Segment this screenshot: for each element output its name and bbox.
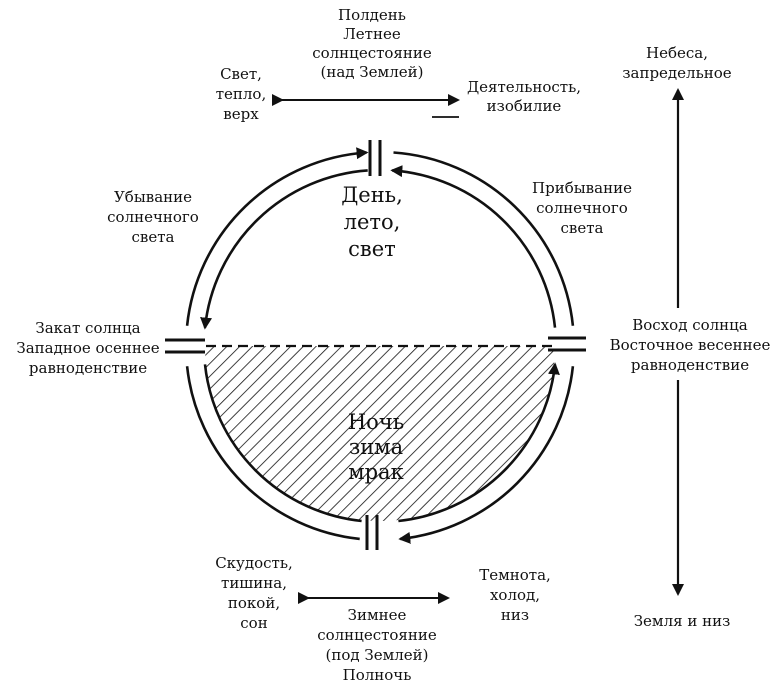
label-line: Западное осеннее <box>16 339 159 357</box>
label-line: (над Землей) <box>321 63 424 81</box>
label-light-warmth-up: Свет, тепло, верх <box>216 65 267 123</box>
ring-arc <box>185 147 369 326</box>
label-line: Земля и низ <box>634 612 731 630</box>
label-line: Восход солнца <box>632 316 748 334</box>
label-line: солнцестояние <box>312 44 432 62</box>
label-line: солнечного <box>107 208 199 226</box>
label-midnight-solstice: Зимнее солнцестояние (под Землей) Полночь <box>317 606 437 684</box>
label-earth-and-low: Земля и низ <box>634 612 731 630</box>
label-line: Скудость, <box>215 554 293 572</box>
ring-arc <box>203 364 362 523</box>
label-scarcity-silence: Скудость, тишина, покой, сон <box>215 554 293 632</box>
label-line: Ночь <box>348 410 404 434</box>
cycle-rings <box>185 147 575 544</box>
ring-arc <box>185 366 360 541</box>
label-line: тепло, <box>216 85 267 103</box>
label-line: верх <box>223 105 259 123</box>
ring-arc <box>390 165 557 328</box>
label-darkness-cold-low: Темнота, холод, низ <box>479 566 551 624</box>
label-line: Восточное весеннее <box>610 336 771 354</box>
label-line: Зимнее <box>348 606 407 624</box>
label-activity-abundance: Деятельность,изобилие <box>467 78 581 115</box>
label-line: (под Землей) <box>325 646 428 664</box>
label-line: равноденствие <box>29 359 147 377</box>
label-line: Прибывание <box>532 179 632 197</box>
label-line: мрак <box>348 460 403 484</box>
label-line: низ <box>501 606 529 624</box>
label-line: свет <box>348 237 396 261</box>
ring-arc <box>398 362 560 523</box>
label-line: Полночь <box>343 666 412 684</box>
night-hatched-area <box>205 346 555 521</box>
label-line: Летнее <box>343 25 401 43</box>
label-line: света <box>132 228 175 246</box>
label-day-summer-light: День, лето, свет <box>341 183 403 261</box>
ring-arc <box>393 151 575 326</box>
label-line: Полдень <box>338 6 406 24</box>
label-line: покой, <box>228 594 280 612</box>
label-line: сон <box>240 614 267 632</box>
label-line: солнечного <box>536 199 628 217</box>
label-line: Убывание <box>114 188 192 206</box>
label-line: равноденствие <box>631 356 749 374</box>
label-waxing-sunlight: Прибывание солнечного света <box>532 179 632 237</box>
label-line: Небеса, <box>646 44 708 62</box>
label-line: изобилие <box>487 97 562 115</box>
label-line: Темнота, <box>479 566 551 584</box>
label-heaven: Небеса, запредельное <box>622 44 731 82</box>
label-line: холод, <box>490 586 540 604</box>
quadrant-tick-marks <box>165 140 586 550</box>
label-line: света <box>561 219 604 237</box>
ring-arc <box>200 169 368 330</box>
label-line: Закат солнца <box>35 319 140 337</box>
label-line: тишина, <box>221 574 287 592</box>
label-line: лето, <box>344 210 401 234</box>
label-line: запредельное <box>622 64 731 82</box>
label-line: Деятельность, <box>467 78 581 96</box>
label-line: День, <box>341 183 403 207</box>
ring-arc <box>398 366 575 544</box>
label-waning-sunlight: Убывание солнечного света <box>107 188 199 246</box>
label-line: солнцестояние <box>317 626 437 644</box>
label-line: зима <box>349 435 403 459</box>
label-line: Свет, <box>220 65 262 83</box>
